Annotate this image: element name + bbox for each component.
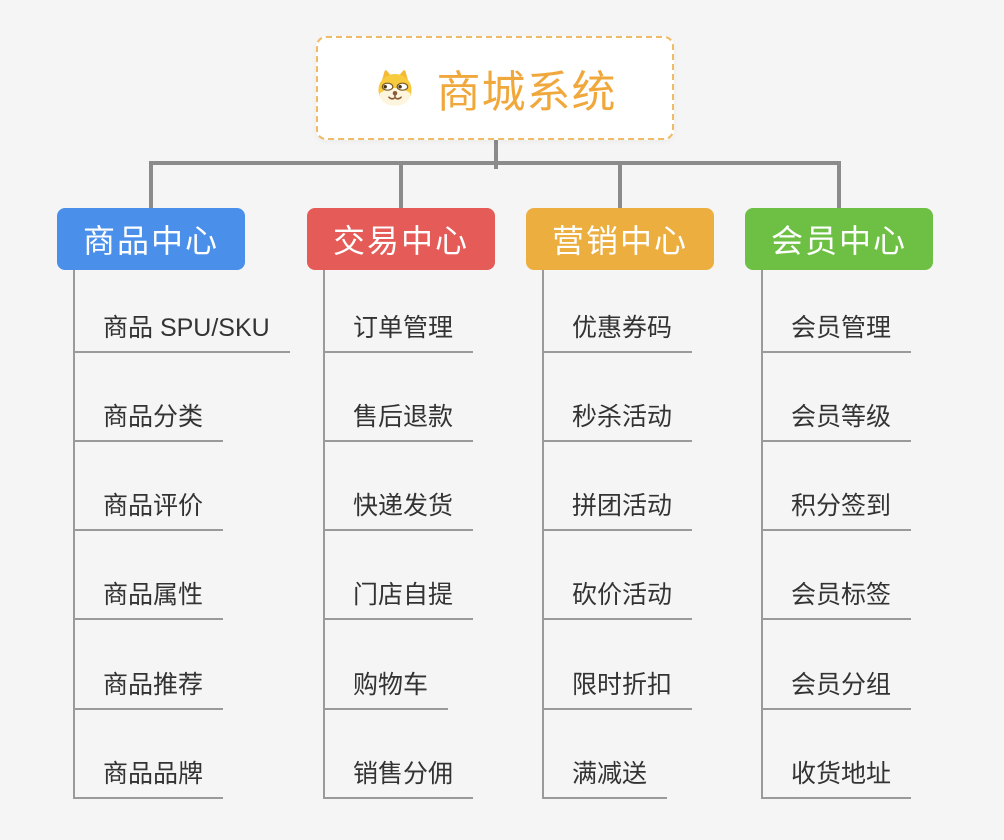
branch-header-trade-center[interactable]: 交易中心: [307, 208, 495, 270]
root-node[interactable]: 商城系统: [316, 36, 674, 140]
leaf-node[interactable]: 商品属性: [73, 574, 224, 620]
root-title: 商城系统: [436, 68, 617, 117]
leaf-node[interactable]: 限时折扣: [542, 664, 693, 710]
leaf-node[interactable]: 砍价活动: [542, 574, 693, 620]
connector-stub-product: [149, 163, 153, 208]
branch-header-label: 营销中心: [551, 223, 688, 259]
branch-line-trade-center: [323, 270, 325, 799]
connector-stub-member: [837, 163, 841, 208]
leaf-node[interactable]: 商品品牌: [73, 753, 224, 799]
connector-rail: [149, 161, 841, 165]
branch-line-product-center: [73, 270, 75, 799]
leaf-node[interactable]: 拼团活动: [542, 485, 693, 531]
leaf-node[interactable]: 销售分佣: [323, 753, 474, 799]
branch-trade-center: 交易中心 订单管理 售后退款 快递发货 门店自提 购物车 销售分佣: [307, 0, 495, 840]
leaf-node[interactable]: 满减送: [542, 753, 668, 799]
connector-stub-trade: [399, 163, 403, 208]
branch-header-label: 商品中心: [82, 223, 219, 259]
branch-line-marketing-center: [542, 270, 544, 799]
leaf-node[interactable]: 收货地址: [761, 753, 912, 799]
leaf-node[interactable]: 会员标签: [761, 574, 912, 620]
leaf-node[interactable]: 商品推荐: [73, 664, 224, 710]
leaf-node[interactable]: 快递发货: [323, 485, 474, 531]
branch-header-product-center[interactable]: 商品中心: [57, 208, 245, 270]
leaf-node[interactable]: 门店自提: [323, 574, 474, 620]
dog-face-icon: [374, 68, 416, 108]
connector-root-drop: [494, 140, 498, 169]
branch-header-label: 会员中心: [770, 223, 907, 259]
leaf-node[interactable]: 商品 SPU/SKU: [73, 307, 290, 353]
leaf-node[interactable]: 积分签到: [761, 485, 912, 531]
leaf-node[interactable]: 会员分组: [761, 664, 912, 710]
leaf-node[interactable]: 商品评价: [73, 485, 224, 531]
branch-marketing-center: 营销中心 优惠券码 秒杀活动 拼团活动 砍价活动 限时折扣 满减送: [526, 0, 714, 840]
branch-product-center: 商品中心 商品 SPU/SKU 商品分类 商品评价 商品属性 商品推荐 商品品牌: [57, 0, 290, 840]
branch-header-marketing-center[interactable]: 营销中心: [526, 208, 714, 270]
leaf-node[interactable]: 优惠券码: [542, 307, 693, 353]
leaf-node[interactable]: 会员管理: [761, 307, 912, 353]
leaf-node[interactable]: 售后退款: [323, 396, 474, 442]
leaf-node[interactable]: 购物车: [323, 664, 449, 710]
branch-header-member-center[interactable]: 会员中心: [745, 208, 933, 270]
branch-line-member-center: [761, 270, 763, 799]
leaf-node[interactable]: 秒杀活动: [542, 396, 693, 442]
connector-stub-marketing: [618, 163, 622, 208]
leaf-node[interactable]: 会员等级: [761, 396, 912, 442]
branch-header-label: 交易中心: [332, 223, 469, 259]
leaf-node[interactable]: 商品分类: [73, 396, 224, 442]
branch-member-center: 会员中心 会员管理 会员等级 积分签到 会员标签 会员分组 收货地址: [745, 0, 933, 840]
leaf-node[interactable]: 订单管理: [323, 307, 474, 353]
